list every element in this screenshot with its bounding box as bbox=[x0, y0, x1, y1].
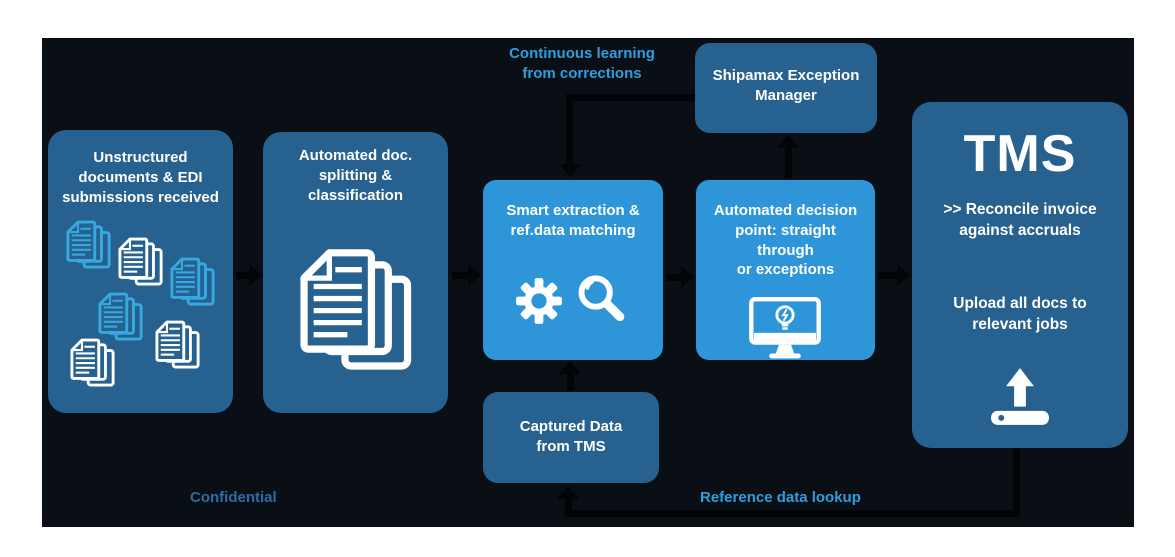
documents-stack-icon bbox=[155, 320, 201, 372]
reference-data-lookup-label: Reference data lookup bbox=[700, 489, 861, 506]
node-unstructured-documents: Unstructured documents & EDI submissions… bbox=[48, 130, 233, 413]
lookup-line-horizontal bbox=[564, 510, 1020, 517]
magnifier-icon bbox=[575, 273, 627, 325]
arrow-decision-to-tms bbox=[878, 264, 910, 286]
documents-stack-icon bbox=[170, 257, 216, 309]
node-splitting-label: Automated doc. splitting & classificatio… bbox=[298, 147, 413, 204]
node-tms: TMS >> Reconcile invoice against accrual… bbox=[912, 102, 1128, 448]
arrow-corrections-into-extraction bbox=[559, 164, 581, 177]
node-captured-label: Captured Data from TMS bbox=[519, 418, 623, 455]
node-exception-label: Shipamax Exception Manager bbox=[712, 67, 860, 104]
documents-stack-icon-large bbox=[299, 248, 415, 378]
arrow-extraction-to-decision bbox=[666, 266, 694, 288]
node-automated-decision: Automated decision point: straight throu… bbox=[696, 180, 875, 360]
upload-icon bbox=[990, 368, 1050, 426]
lookup-line-vertical-tms bbox=[1013, 448, 1020, 517]
corrections-line-vertical bbox=[566, 94, 573, 166]
node-extraction-label: Smart extraction & ref.data matching bbox=[506, 202, 640, 239]
gear-icon bbox=[515, 277, 563, 325]
node-unstructured-label: Unstructured documents & EDI submissions… bbox=[62, 149, 219, 206]
arrow-splitting-to-extraction bbox=[452, 264, 481, 286]
arrow-lookup-into-captured bbox=[557, 486, 579, 517]
arrow-unstructured-to-splitting bbox=[236, 264, 262, 286]
confidential-label: Confidential bbox=[190, 489, 277, 506]
documents-stack-icon bbox=[66, 220, 112, 272]
node-captured-data: Captured Data from TMS bbox=[483, 392, 659, 483]
tms-title: TMS bbox=[963, 125, 1077, 183]
continuous-learning-label: Continuous learning from corrections bbox=[509, 45, 655, 83]
tms-reconcile-text: >> Reconcile invoice against accruals bbox=[943, 201, 1097, 239]
documents-stack-icon bbox=[70, 338, 116, 390]
arrow-decision-to-exception-manager bbox=[777, 135, 799, 179]
node-shipamax-exception-manager: Shipamax Exception Manager bbox=[695, 43, 877, 133]
node-decision-label: Automated decision point: straight throu… bbox=[713, 202, 858, 279]
arrow-captured-to-extraction bbox=[559, 361, 581, 391]
documents-stack-icon bbox=[118, 237, 164, 289]
tms-upload-text: Upload all docs to relevant jobs bbox=[953, 294, 1087, 333]
monitor-lightbulb-icon bbox=[749, 297, 821, 360]
node-smart-extraction: Smart extraction & ref.data matching bbox=[483, 180, 663, 360]
node-doc-splitting: Automated doc. splitting & classificatio… bbox=[263, 132, 448, 413]
corrections-line-horizontal bbox=[566, 94, 695, 101]
documents-stack-icon bbox=[98, 292, 144, 344]
